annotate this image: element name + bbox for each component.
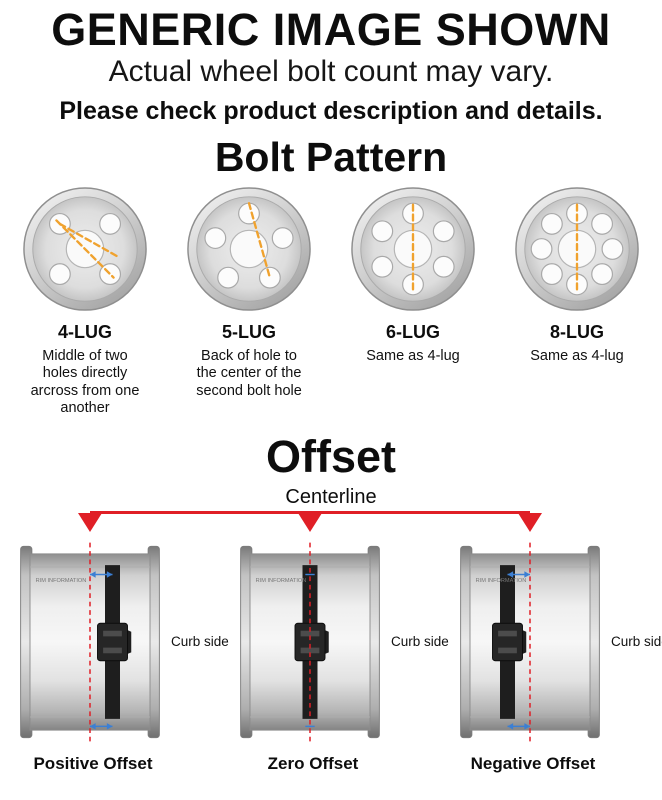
- bolt-pattern-row: 4-LUG Middle of two holes directly arcro…: [1, 185, 661, 416]
- positive-offset-wheel-diagram: RIM INFORMATION: [20, 542, 160, 742]
- curb-side-label: Curb side: [391, 634, 449, 650]
- svg-text:RIM INFORMATION: RIM INFORMATION: [476, 578, 527, 584]
- bolt-pattern-title: Bolt Pattern: [214, 134, 448, 181]
- lug-label: 4-LUG: [58, 322, 112, 343]
- positive-offset-label: Positive Offset: [33, 753, 153, 773]
- lug-description: Back of hole to the center of the second…: [196, 348, 302, 399]
- wheel-4lug-diagram: [23, 187, 147, 312]
- svg-text:RIM INFORMATION: RIM INFORMATION: [36, 578, 87, 584]
- page-note: Please check product description and det…: [59, 97, 603, 126]
- centerline-horizontal-line: [90, 510, 530, 514]
- centerline-marker: [78, 512, 102, 532]
- svg-text:RIM INFORMATION: RIM INFORMATION: [256, 578, 307, 584]
- offset-title: Offset: [265, 430, 396, 482]
- lug-description: Middle of two holes directly arcross fro…: [30, 348, 140, 416]
- wheel-5lug-diagram: [187, 187, 311, 312]
- wheel-6lug-diagram: [351, 187, 475, 312]
- negative-offset-label: Negative Offset: [470, 753, 596, 773]
- centerline-label: Centerline: [285, 485, 377, 508]
- offset-item-positive: RIM INFORMATION Curb side: [1, 536, 229, 748]
- page-title: GENERIC IMAGE SHOWN: [51, 4, 611, 55]
- lug-item-6: 6-LUG Same as 4-lug: [331, 185, 495, 416]
- offset-row: RIM INFORMATION Curb side RIM INFORMATIO…: [1, 536, 662, 748]
- zero-offset-label: Zero Offset: [267, 753, 359, 773]
- lug-description: Same as 4-lug: [366, 348, 460, 365]
- lug-item-5: 5-LUG Back of hole to the center of the …: [167, 185, 331, 416]
- negative-offset-wheel-diagram: RIM INFORMATION: [460, 542, 600, 742]
- zero-offset-wheel-diagram: RIM INFORMATION: [240, 542, 380, 742]
- lug-label: 5-LUG: [222, 322, 276, 343]
- offset-item-negative: RIM INFORMATION Curb side: [441, 536, 662, 748]
- lug-item-4: 4-LUG Middle of two holes directly arcro…: [3, 185, 167, 416]
- centerline-marker: [518, 512, 542, 532]
- lug-description: Same as 4-lug: [530, 348, 624, 365]
- centerline-graphic: [1, 510, 661, 536]
- page-subtitle: Actual wheel bolt count may vary.: [108, 55, 554, 89]
- lug-label: 6-LUG: [386, 322, 440, 343]
- offset-item-zero: RIM INFORMATION Curb side: [221, 536, 449, 748]
- curb-side-label: Curb side: [611, 634, 662, 650]
- curb-side-label: Curb side: [171, 634, 229, 650]
- centerline-marker: [298, 512, 322, 532]
- lug-label: 8-LUG: [550, 322, 604, 343]
- offset-labels-row: Positive Offset Zero Offset Negative Off…: [1, 754, 661, 774]
- lug-item-8: 8-LUG Same as 4-lug: [495, 185, 659, 416]
- wheel-8lug-diagram: [515, 187, 639, 312]
